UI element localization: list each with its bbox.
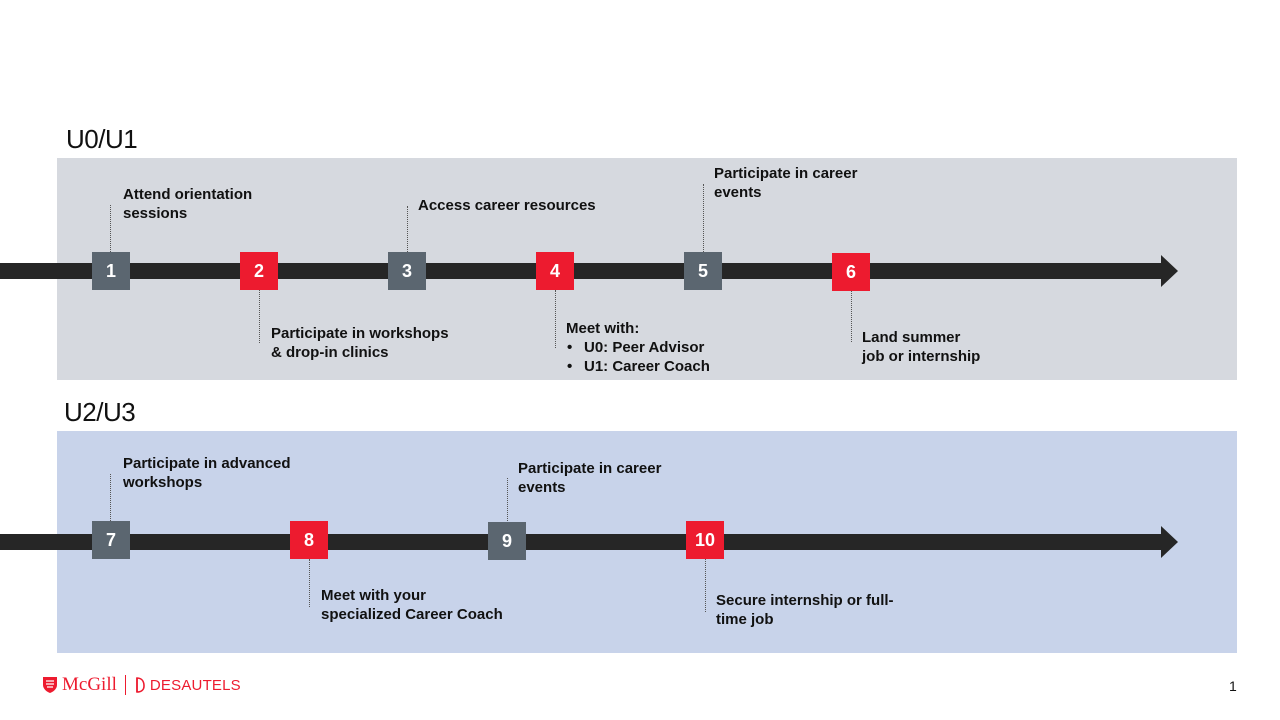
step-label-line: Participate in career bbox=[518, 460, 662, 477]
connector-line bbox=[309, 559, 310, 607]
step-label-3: Access career resources bbox=[418, 196, 596, 215]
logo-desautels-text: DESAUTELS bbox=[149, 676, 241, 694]
step-label-line: Access career resources bbox=[418, 197, 596, 214]
step-marker-1: 1 bbox=[92, 252, 130, 290]
connector-line bbox=[705, 559, 706, 612]
step-label-8: Meet with your specialized Career Coach bbox=[321, 586, 503, 624]
step-marker-10: 10 bbox=[686, 521, 724, 559]
step-label-9: Participate in career events bbox=[518, 459, 661, 497]
bullet-list: U0: Peer Advisor U1: Career Coach bbox=[566, 338, 710, 376]
step-label-1: Attend orientation sessions bbox=[123, 185, 252, 223]
step-label-line: sessions bbox=[123, 205, 188, 222]
step-label-4: Meet with: U0: Peer Advisor U1: Career C… bbox=[566, 319, 710, 376]
connector-line bbox=[851, 290, 852, 342]
page-number: 1 bbox=[1229, 678, 1237, 694]
timeline-track-u2-u3 bbox=[0, 534, 1162, 550]
step-label-line: Participate in career bbox=[714, 165, 858, 182]
connector-line bbox=[407, 206, 408, 252]
desautels-mark-icon bbox=[136, 677, 145, 693]
step-marker-6: 6 bbox=[832, 253, 870, 291]
step-label-10: Secure internship or full- time job bbox=[716, 591, 894, 629]
step-label-line: Participate in workshops bbox=[271, 325, 449, 342]
logo-mcgill-text: McGill bbox=[62, 674, 117, 695]
step-marker-5: 5 bbox=[684, 252, 722, 290]
step-label-line: time job bbox=[716, 611, 774, 628]
step-label-6: Land summer job or internship bbox=[862, 328, 980, 366]
step-label-line: Participate in advanced bbox=[123, 455, 291, 472]
step-label-line: Meet with: bbox=[566, 320, 640, 337]
logo-divider bbox=[124, 675, 126, 695]
section-title-u2-u3: U2/U3 bbox=[64, 397, 136, 427]
step-label-line: Secure internship or full- bbox=[716, 592, 894, 609]
step-marker-8: 8 bbox=[290, 521, 328, 559]
connector-line bbox=[555, 290, 556, 348]
mcgill-crest-icon bbox=[43, 677, 57, 693]
step-marker-9: 9 bbox=[488, 522, 526, 560]
step-label-line: workshops bbox=[123, 474, 203, 491]
connector-line bbox=[507, 478, 508, 521]
step-label-line: Attend orientation bbox=[123, 186, 253, 203]
arrowhead-icon bbox=[1161, 255, 1178, 287]
bullet-item: U1: Career Coach bbox=[566, 357, 710, 376]
step-label-5: Participate in career events bbox=[714, 164, 857, 202]
step-label-line: & drop-in clinics bbox=[271, 344, 389, 361]
connector-line bbox=[259, 290, 260, 343]
step-label-line: job or internship bbox=[862, 348, 981, 365]
step-label-line: events bbox=[714, 184, 762, 201]
arrowhead-icon bbox=[1161, 526, 1178, 558]
step-label-line: events bbox=[518, 479, 566, 496]
step-marker-3: 3 bbox=[388, 252, 426, 290]
timeline-track-u0-u1 bbox=[0, 263, 1162, 279]
step-label-2: Participate in workshops & drop-in clini… bbox=[271, 324, 449, 362]
step-marker-2: 2 bbox=[240, 252, 278, 290]
section-title-u0-u1: U0/U1 bbox=[66, 124, 138, 154]
step-marker-7: 7 bbox=[92, 521, 130, 559]
connector-line bbox=[110, 474, 111, 521]
step-label-7: Participate in advanced workshops bbox=[123, 454, 291, 492]
bullet-item: U0: Peer Advisor bbox=[566, 338, 710, 357]
mcgill-desautels-logo: McGill DESAUTELS bbox=[42, 674, 241, 696]
step-label-line: Meet with your bbox=[321, 587, 427, 604]
step-marker-4: 4 bbox=[536, 252, 574, 290]
step-label-line: specialized Career Coach bbox=[321, 606, 503, 623]
connector-line bbox=[110, 205, 111, 252]
step-label-line: Land summer bbox=[862, 329, 961, 346]
connector-line bbox=[703, 184, 704, 252]
